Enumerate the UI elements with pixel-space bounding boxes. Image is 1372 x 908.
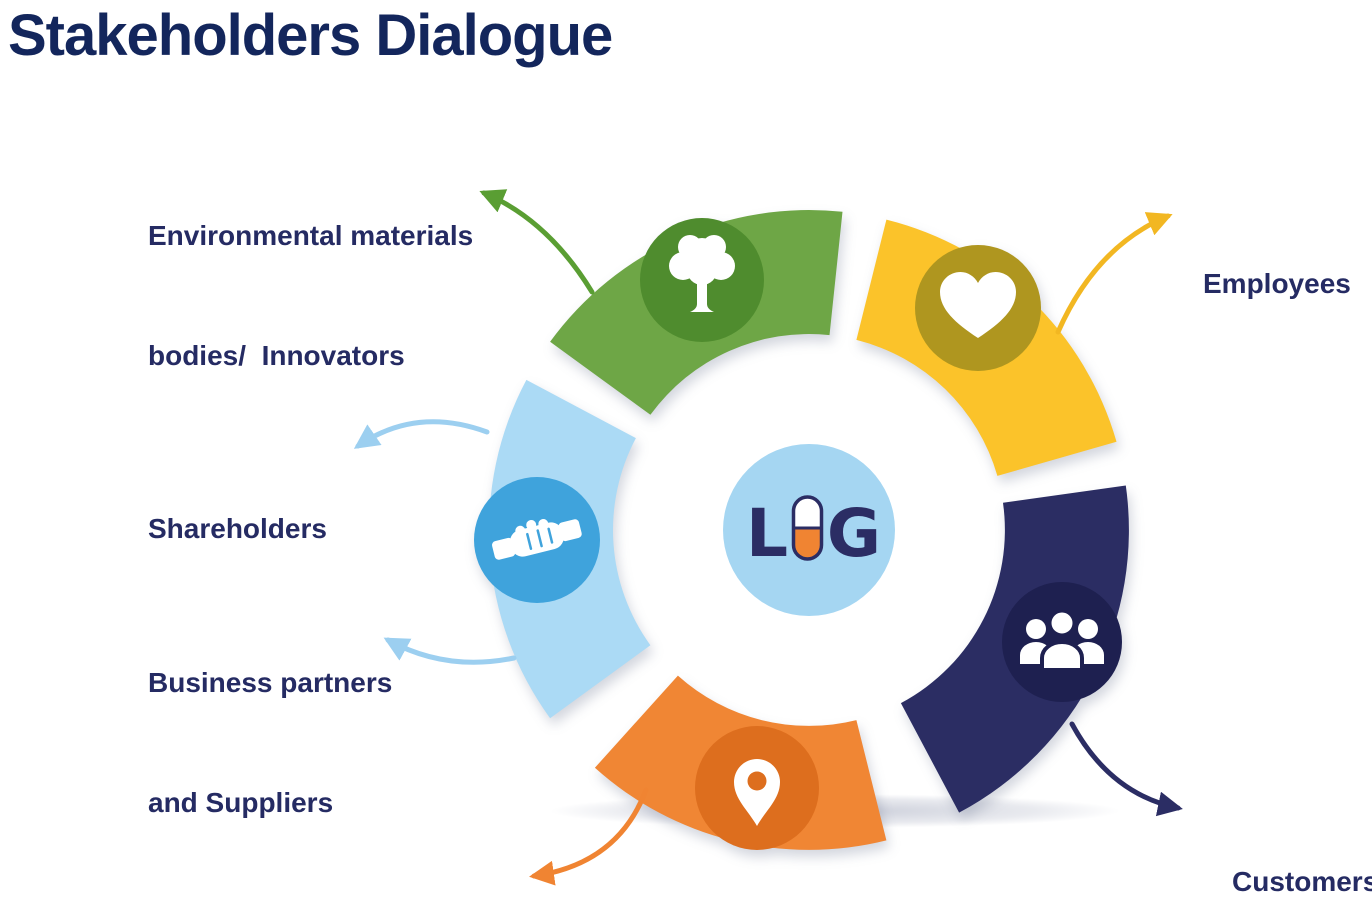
label-communities: Communities bbox=[287, 868, 464, 908]
tree-icon bbox=[669, 235, 735, 312]
label-environmental-line2: bodies/ Innovators bbox=[148, 340, 405, 371]
label-business-line1: Business partners bbox=[148, 667, 393, 698]
heart-icon bbox=[940, 272, 1016, 338]
label-business-line2: and Suppliers bbox=[148, 787, 334, 818]
employees-badge bbox=[915, 245, 1041, 371]
map-pin-icon bbox=[734, 759, 780, 826]
arrow-employees bbox=[1055, 212, 1173, 335]
label-employees-text: Employees bbox=[1203, 268, 1351, 299]
arrow-business-partners bbox=[383, 637, 517, 665]
logo-letter-g: G bbox=[827, 495, 881, 572]
arrow-customers bbox=[1069, 721, 1183, 817]
label-shareholders: Shareholders bbox=[148, 429, 327, 629]
customers-badge bbox=[1002, 582, 1122, 702]
label-customers: Customers bbox=[1232, 782, 1372, 908]
handshake-icon bbox=[492, 518, 582, 560]
people-group-icon bbox=[1020, 608, 1104, 672]
label-environmental-line1: Environmental materials bbox=[148, 220, 474, 251]
center-logo: L G bbox=[723, 444, 895, 616]
pill-icon bbox=[791, 495, 824, 561]
communities-badge bbox=[695, 726, 819, 850]
label-business-partners: Business partners and Suppliers bbox=[148, 583, 392, 903]
logo-letter-l: L bbox=[746, 495, 788, 572]
page-title: Stakeholders Dialogue bbox=[8, 3, 613, 68]
label-shareholders-text: Shareholders bbox=[148, 513, 327, 544]
partners-badge bbox=[474, 477, 600, 603]
label-environmental: Environmental materials bodies/ Innovato… bbox=[148, 136, 473, 456]
label-customers-text: Customers bbox=[1232, 866, 1372, 897]
arrow-shareholders bbox=[353, 419, 490, 449]
environmental-badge bbox=[640, 218, 764, 342]
arrow-communities bbox=[529, 787, 649, 886]
label-employees: Employees bbox=[1203, 184, 1351, 384]
arrow-environmental bbox=[479, 189, 595, 295]
